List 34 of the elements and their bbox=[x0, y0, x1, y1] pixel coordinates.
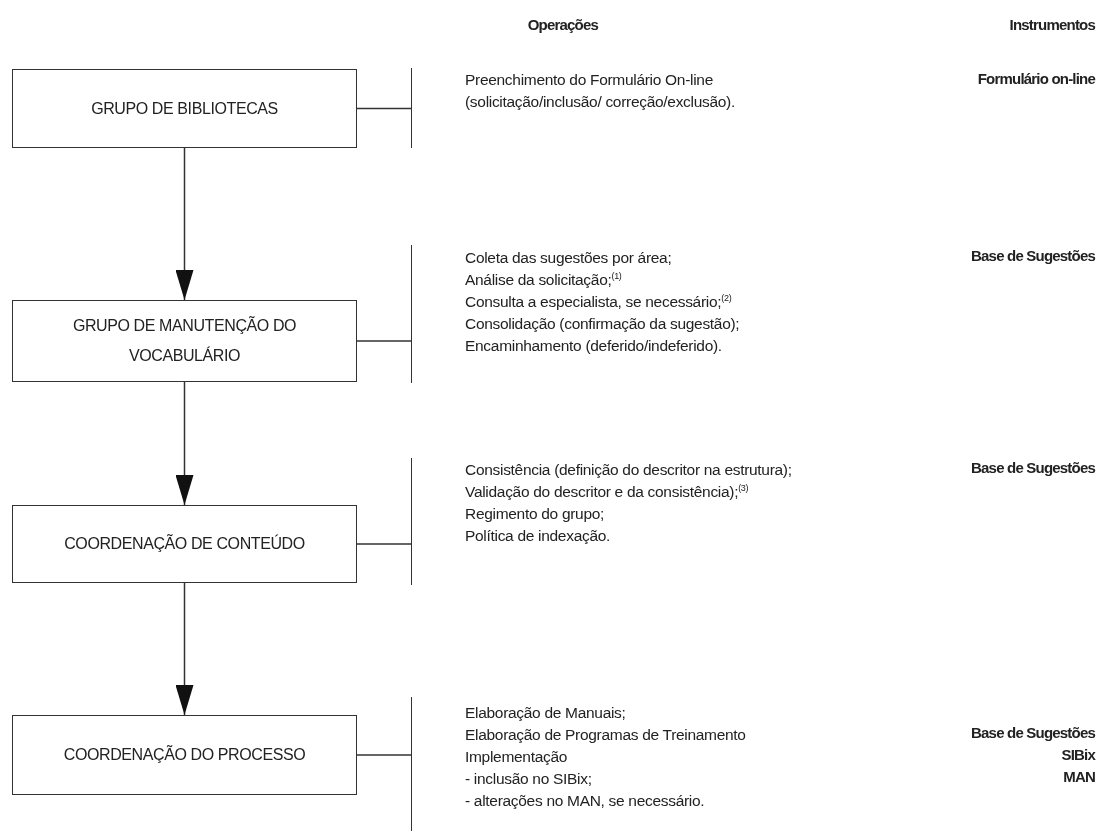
operation-text: Consulta a especialista, se necessário;$^{(2)}$ bbox=[465, 292, 733, 312]
instrument-label: MAN bbox=[1063, 768, 1095, 785]
instrument-label: Base de Sugestões bbox=[971, 247, 1095, 264]
arrow bbox=[175, 582, 194, 716]
operation-text: Análise da solicitação;$^{(1)}$ bbox=[465, 270, 623, 290]
operation-text: Validação do descritor e da consistência);$^{(3)}$ bbox=[465, 482, 750, 502]
operation-text: Encaminhamento (deferido/indeferido). bbox=[465, 336, 723, 356]
connector-line bbox=[356, 543, 412, 545]
connector-line bbox=[356, 754, 412, 756]
instrument-label: Base de Sugestões bbox=[971, 724, 1095, 741]
operation-text: Política de indexação. bbox=[465, 526, 612, 546]
operation-text: Elaboração de Programas de Treinamento bbox=[465, 725, 747, 745]
process-box: GRUPO DE BIBLIOTECAS bbox=[12, 69, 357, 148]
process-box: COORDENAÇÃO DO PROCESSO bbox=[12, 715, 357, 795]
operation-text: Implementação bbox=[465, 747, 569, 767]
operation-text: Consistência (definição do descritor na estrutura); bbox=[465, 460, 793, 480]
column-header: Instrumentos bbox=[1009, 16, 1095, 33]
operation-text: - alterações no MAN, se necessário. bbox=[465, 791, 706, 811]
operation-text: Preenchimento do Formulário On-line (solicitação/inclusão/ correção/exclusão). bbox=[465, 70, 736, 112]
operation-text: Coleta das sugestões por área; bbox=[465, 248, 673, 268]
instrument-label: Formulário on-line bbox=[977, 70, 1095, 87]
process-box: COORDENAÇÃO DE CONTEÚDO bbox=[12, 505, 357, 583]
instrument-label: Base de Sugestões bbox=[971, 459, 1095, 476]
arrow bbox=[175, 381, 194, 506]
column-header: Operações bbox=[527, 16, 598, 33]
operation-text: Elaboração de Manuais; bbox=[465, 703, 627, 723]
arrow bbox=[175, 147, 194, 301]
instrument-label: SIBix bbox=[1061, 746, 1095, 763]
operation-text: Consolidação (confirmação da sugestão); bbox=[465, 314, 741, 334]
connector-line bbox=[356, 107, 412, 110]
connector-line bbox=[356, 340, 412, 342]
process-box: GRUPO DE MANUTENÇÃO DO VOCABULÁRIO bbox=[12, 300, 357, 382]
operation-text: - inclusão no SIBix; bbox=[465, 769, 593, 789]
operation-text: Regimento do grupo; bbox=[465, 504, 606, 524]
